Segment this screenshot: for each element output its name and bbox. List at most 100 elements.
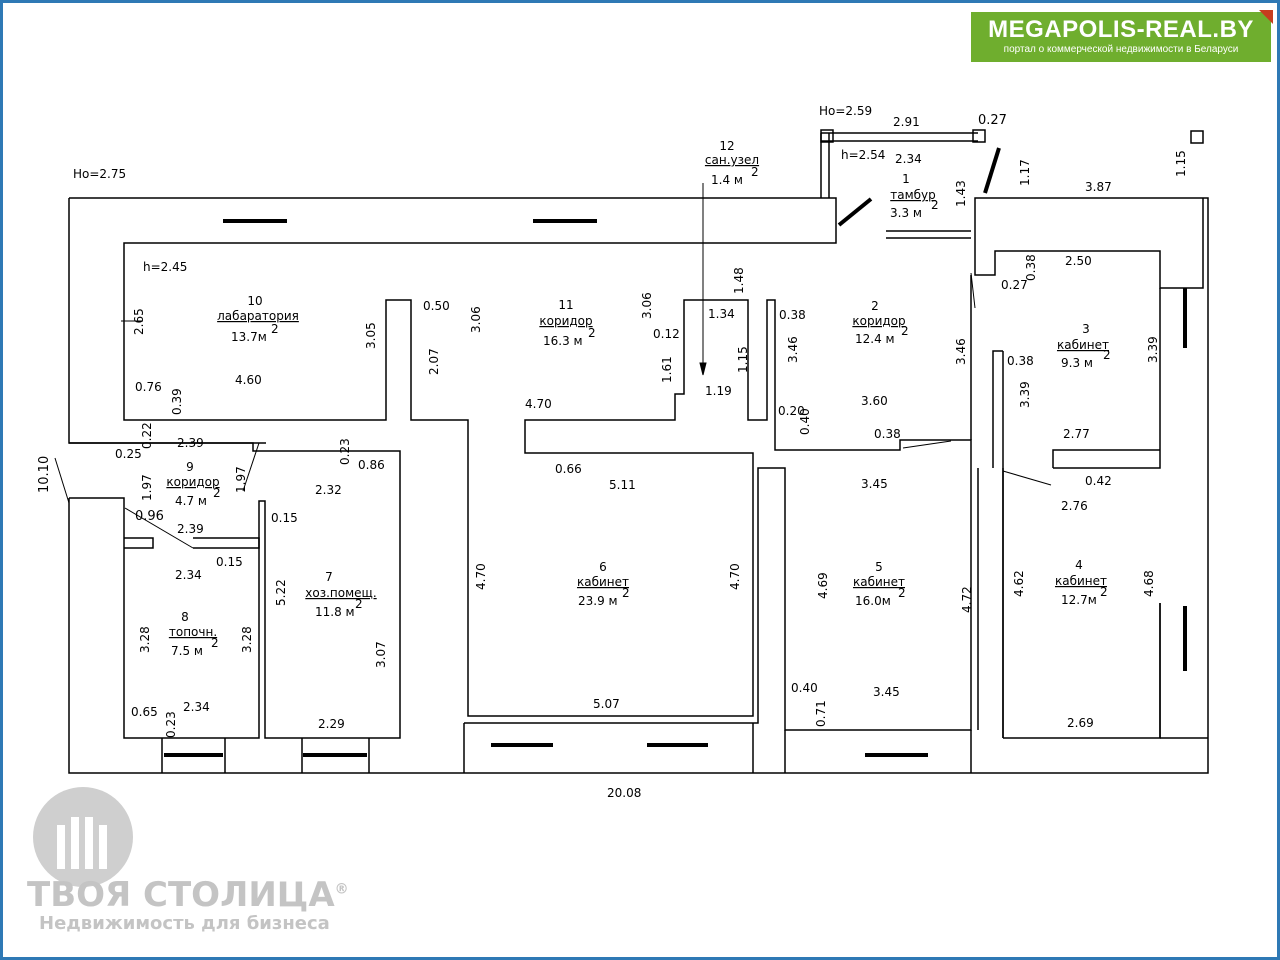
watermark-logo-icon [33, 787, 133, 887]
door-leaf [983, 147, 1001, 194]
dim-label: 0.38 [874, 427, 901, 441]
megapolis-badge[interactable]: MEGAPOLIS-REAL.BY портал о коммерческой … [971, 10, 1273, 62]
dim-label: 3.07 [374, 641, 388, 668]
dim-label: 4.69 [816, 572, 830, 599]
ceiling-height-porch: Ho=2.59 [819, 104, 872, 118]
svg-text:13.7м: 13.7м [231, 330, 267, 344]
svg-text:11: 11 [558, 298, 573, 312]
dim-label: 5.11 [609, 478, 636, 492]
dim-label: 0.27 [978, 113, 1007, 128]
dim-label: 3.45 [861, 477, 888, 491]
porch-post [820, 129, 834, 143]
svg-text:2: 2 [588, 326, 596, 340]
door-leaf [1002, 470, 1052, 486]
dim-label: 0.20 [778, 404, 805, 418]
floor-plan-drawing: Ho=2.75 Ho=2.59 h=2.54 h=2.45 1 тамбур 3… [37, 104, 1209, 800]
svg-text:2: 2 [1103, 348, 1111, 362]
dim-label: 3.87 [1085, 180, 1112, 194]
door-leaf [902, 440, 952, 449]
dimension-labels: 2.91 0.27 2.34 1.17 1.15 1.43 3.87 2.65 … [37, 113, 1188, 800]
dim-label: 2.76 [1061, 499, 1088, 513]
dim-label: 0.38 [1007, 354, 1034, 368]
dim-label: 0.38 [779, 308, 806, 322]
dim-label: 3.06 [469, 306, 483, 333]
svg-text:кабинет: кабинет [1055, 574, 1107, 588]
room-height: h=2.45 [143, 260, 187, 274]
pointer-line [54, 457, 70, 504]
dim-label: 0.27 [1001, 278, 1028, 292]
dim-label: 2.34 [175, 568, 202, 582]
svg-text:12: 12 [719, 139, 734, 153]
badge-title: MEGAPOLIS-REAL.BY [988, 16, 1254, 43]
svg-text:коридор: коридор [539, 314, 592, 328]
svg-text:4.7 м: 4.7 м [175, 494, 207, 508]
inner-wall [970, 275, 979, 730]
dim-label: 4.72 [960, 586, 974, 613]
dim-label: 0.76 [135, 380, 162, 394]
dim-label: 3.39 [1146, 336, 1160, 363]
dim-label: 4.68 [1142, 570, 1156, 597]
dim-label: 5.07 [593, 697, 620, 711]
dim-label: 1.15 [1174, 150, 1188, 177]
room-label-12: 12 сан.узел 1.4 м2 [705, 139, 759, 187]
svg-text:10: 10 [247, 294, 262, 308]
inner-wall [992, 350, 1161, 738]
dim-label: 4.60 [235, 373, 262, 387]
svg-text:кабинет: кабинет [853, 575, 905, 589]
room-label-3: 3 кабинет 9.3 м2 [1057, 322, 1111, 370]
dim-label: 0.38 [1024, 254, 1038, 281]
svg-text:1.4 м: 1.4 м [711, 173, 743, 187]
room-label-5: 5 кабинет 16.0м2 [853, 560, 906, 608]
dim-label: 2.32 [315, 483, 342, 497]
svg-text:12.4 м: 12.4 м [855, 332, 895, 346]
dim-label: 0.40 [798, 408, 812, 435]
room-label-7: 7 хоз.помещ. 11.8 м2 [305, 570, 376, 619]
dim-label: 3.45 [873, 685, 900, 699]
dim-label: 1.48 [732, 267, 746, 294]
room-label-2: 2 коридор 12.4 м2 [852, 299, 908, 346]
svg-text:лабаратория: лабаратория [217, 309, 299, 323]
dim-label: 10.10 [37, 456, 52, 493]
watermark-slogan: Недвижимость для бизнеса [39, 913, 330, 934]
dim-label: 1.97 [234, 466, 248, 493]
dim-label: 5.22 [274, 579, 288, 606]
dim-label: 1.97 [140, 474, 154, 501]
door-leaf [124, 507, 194, 549]
dim-label: 3.60 [861, 394, 888, 408]
dim-label: 2.07 [427, 348, 441, 375]
svg-text:кабинет: кабинет [577, 575, 629, 589]
door-leaf [837, 197, 873, 227]
dim-label: 0.42 [1085, 474, 1112, 488]
dim-label: 2.34 [183, 700, 210, 714]
dim-label: 1.19 [705, 384, 732, 398]
dim-label: 0.65 [131, 705, 158, 719]
dim-label: 0.66 [555, 462, 582, 476]
dim-label: 2.65 [132, 308, 146, 335]
watermark: ТВОЯ СТОЛИЦА® Недвижимость для бизнеса [27, 787, 387, 947]
svg-text:23.9 м: 23.9 м [578, 594, 618, 608]
marker-square [1190, 130, 1204, 144]
door-leaf [970, 272, 976, 309]
outer-wall [784, 351, 1161, 773]
dim-label: 1.34 [708, 307, 735, 321]
dim-label: 2.91 [893, 115, 920, 129]
badge-subtitle: портал о коммерческой недвижимости в Бел… [1003, 44, 1239, 55]
svg-text:2: 2 [898, 586, 906, 600]
room-label-8: 8 топочн. 7.5 м2 [169, 610, 219, 658]
room-label-11: 11 коридор 16.3 м 2 [539, 298, 595, 348]
svg-text:2: 2 [211, 636, 219, 650]
porch-height: h=2.54 [841, 148, 885, 162]
dim-label: 0.96 [135, 509, 164, 524]
dim-label: 0.12 [653, 327, 680, 341]
watermark-brand: ТВОЯ СТОЛИЦА® [27, 875, 349, 915]
dim-label: 4.70 [474, 563, 488, 590]
svg-text:тамбур: тамбур [890, 188, 936, 202]
svg-text:16.3 м: 16.3 м [543, 334, 583, 348]
svg-text:1: 1 [902, 172, 910, 186]
svg-text:коридор: коридор [166, 475, 219, 489]
dim-label: 0.39 [170, 388, 184, 415]
svg-text:2: 2 [901, 324, 909, 338]
inner-wall [1159, 288, 1208, 739]
vestibule-opening [886, 230, 971, 239]
room-label-9: 9 коридор 4.7 м2 [166, 460, 220, 508]
